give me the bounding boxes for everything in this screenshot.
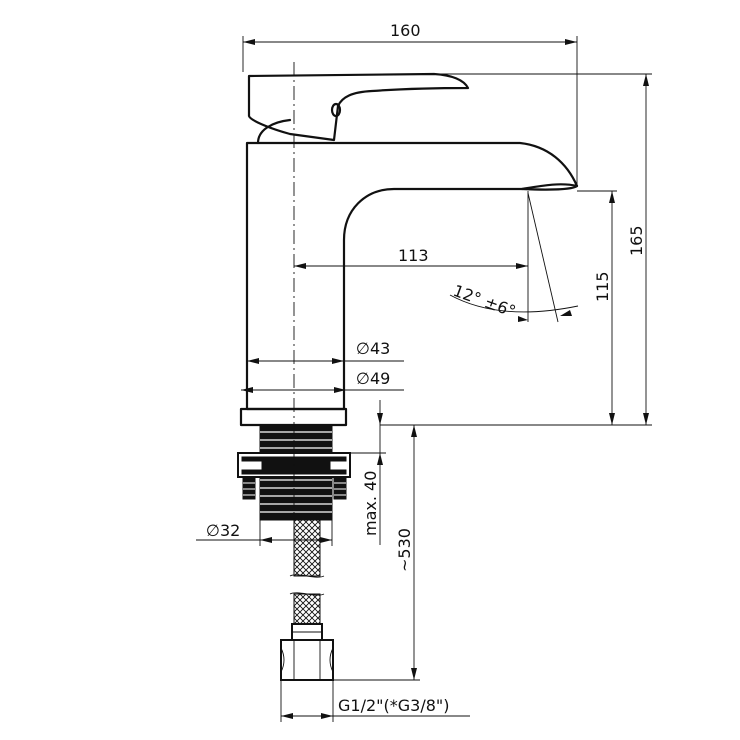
label-spray-angle: 12° ±6° <box>451 281 519 321</box>
label-overall-height: 165 <box>627 225 646 256</box>
hose-hex-nut <box>280 639 334 681</box>
label-diameter-49: ∅49 <box>356 369 390 388</box>
label-overall-width: 160 <box>390 21 421 40</box>
faucet-body <box>239 72 579 427</box>
label-diameter-32: ∅32 <box>206 521 240 540</box>
faucet-spout-outline <box>245 141 579 411</box>
faucet-base-ring <box>239 407 348 427</box>
label-diameter-43: ∅43 <box>356 339 390 358</box>
clamp-bolt-left <box>242 476 256 500</box>
label-spout-reach: 113 <box>398 246 429 265</box>
dimension-lines <box>196 36 652 722</box>
label-max-thickness: max. 40 <box>361 471 380 536</box>
flexible-hose <box>280 519 334 681</box>
faucet-handle-outline <box>247 72 470 142</box>
clamp-nut <box>261 461 331 471</box>
label-spout-height: 115 <box>593 271 612 302</box>
label-connection-thread: G1/2"(*G3/8") <box>338 696 450 715</box>
clamp-bolt-right <box>333 476 347 500</box>
label-hose-length: ~530 <box>395 528 414 572</box>
